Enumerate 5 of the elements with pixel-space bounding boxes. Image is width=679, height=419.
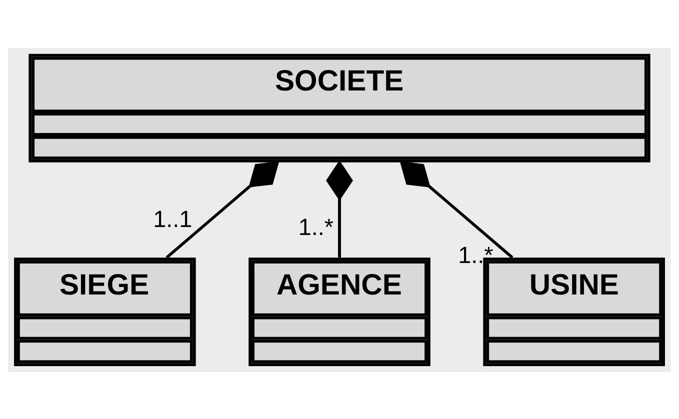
edge-label: 1..* (298, 214, 334, 240)
edge-label: 1..1 (153, 205, 192, 232)
connector (400, 160, 514, 258)
connector (326, 160, 353, 258)
connector (166, 160, 280, 258)
